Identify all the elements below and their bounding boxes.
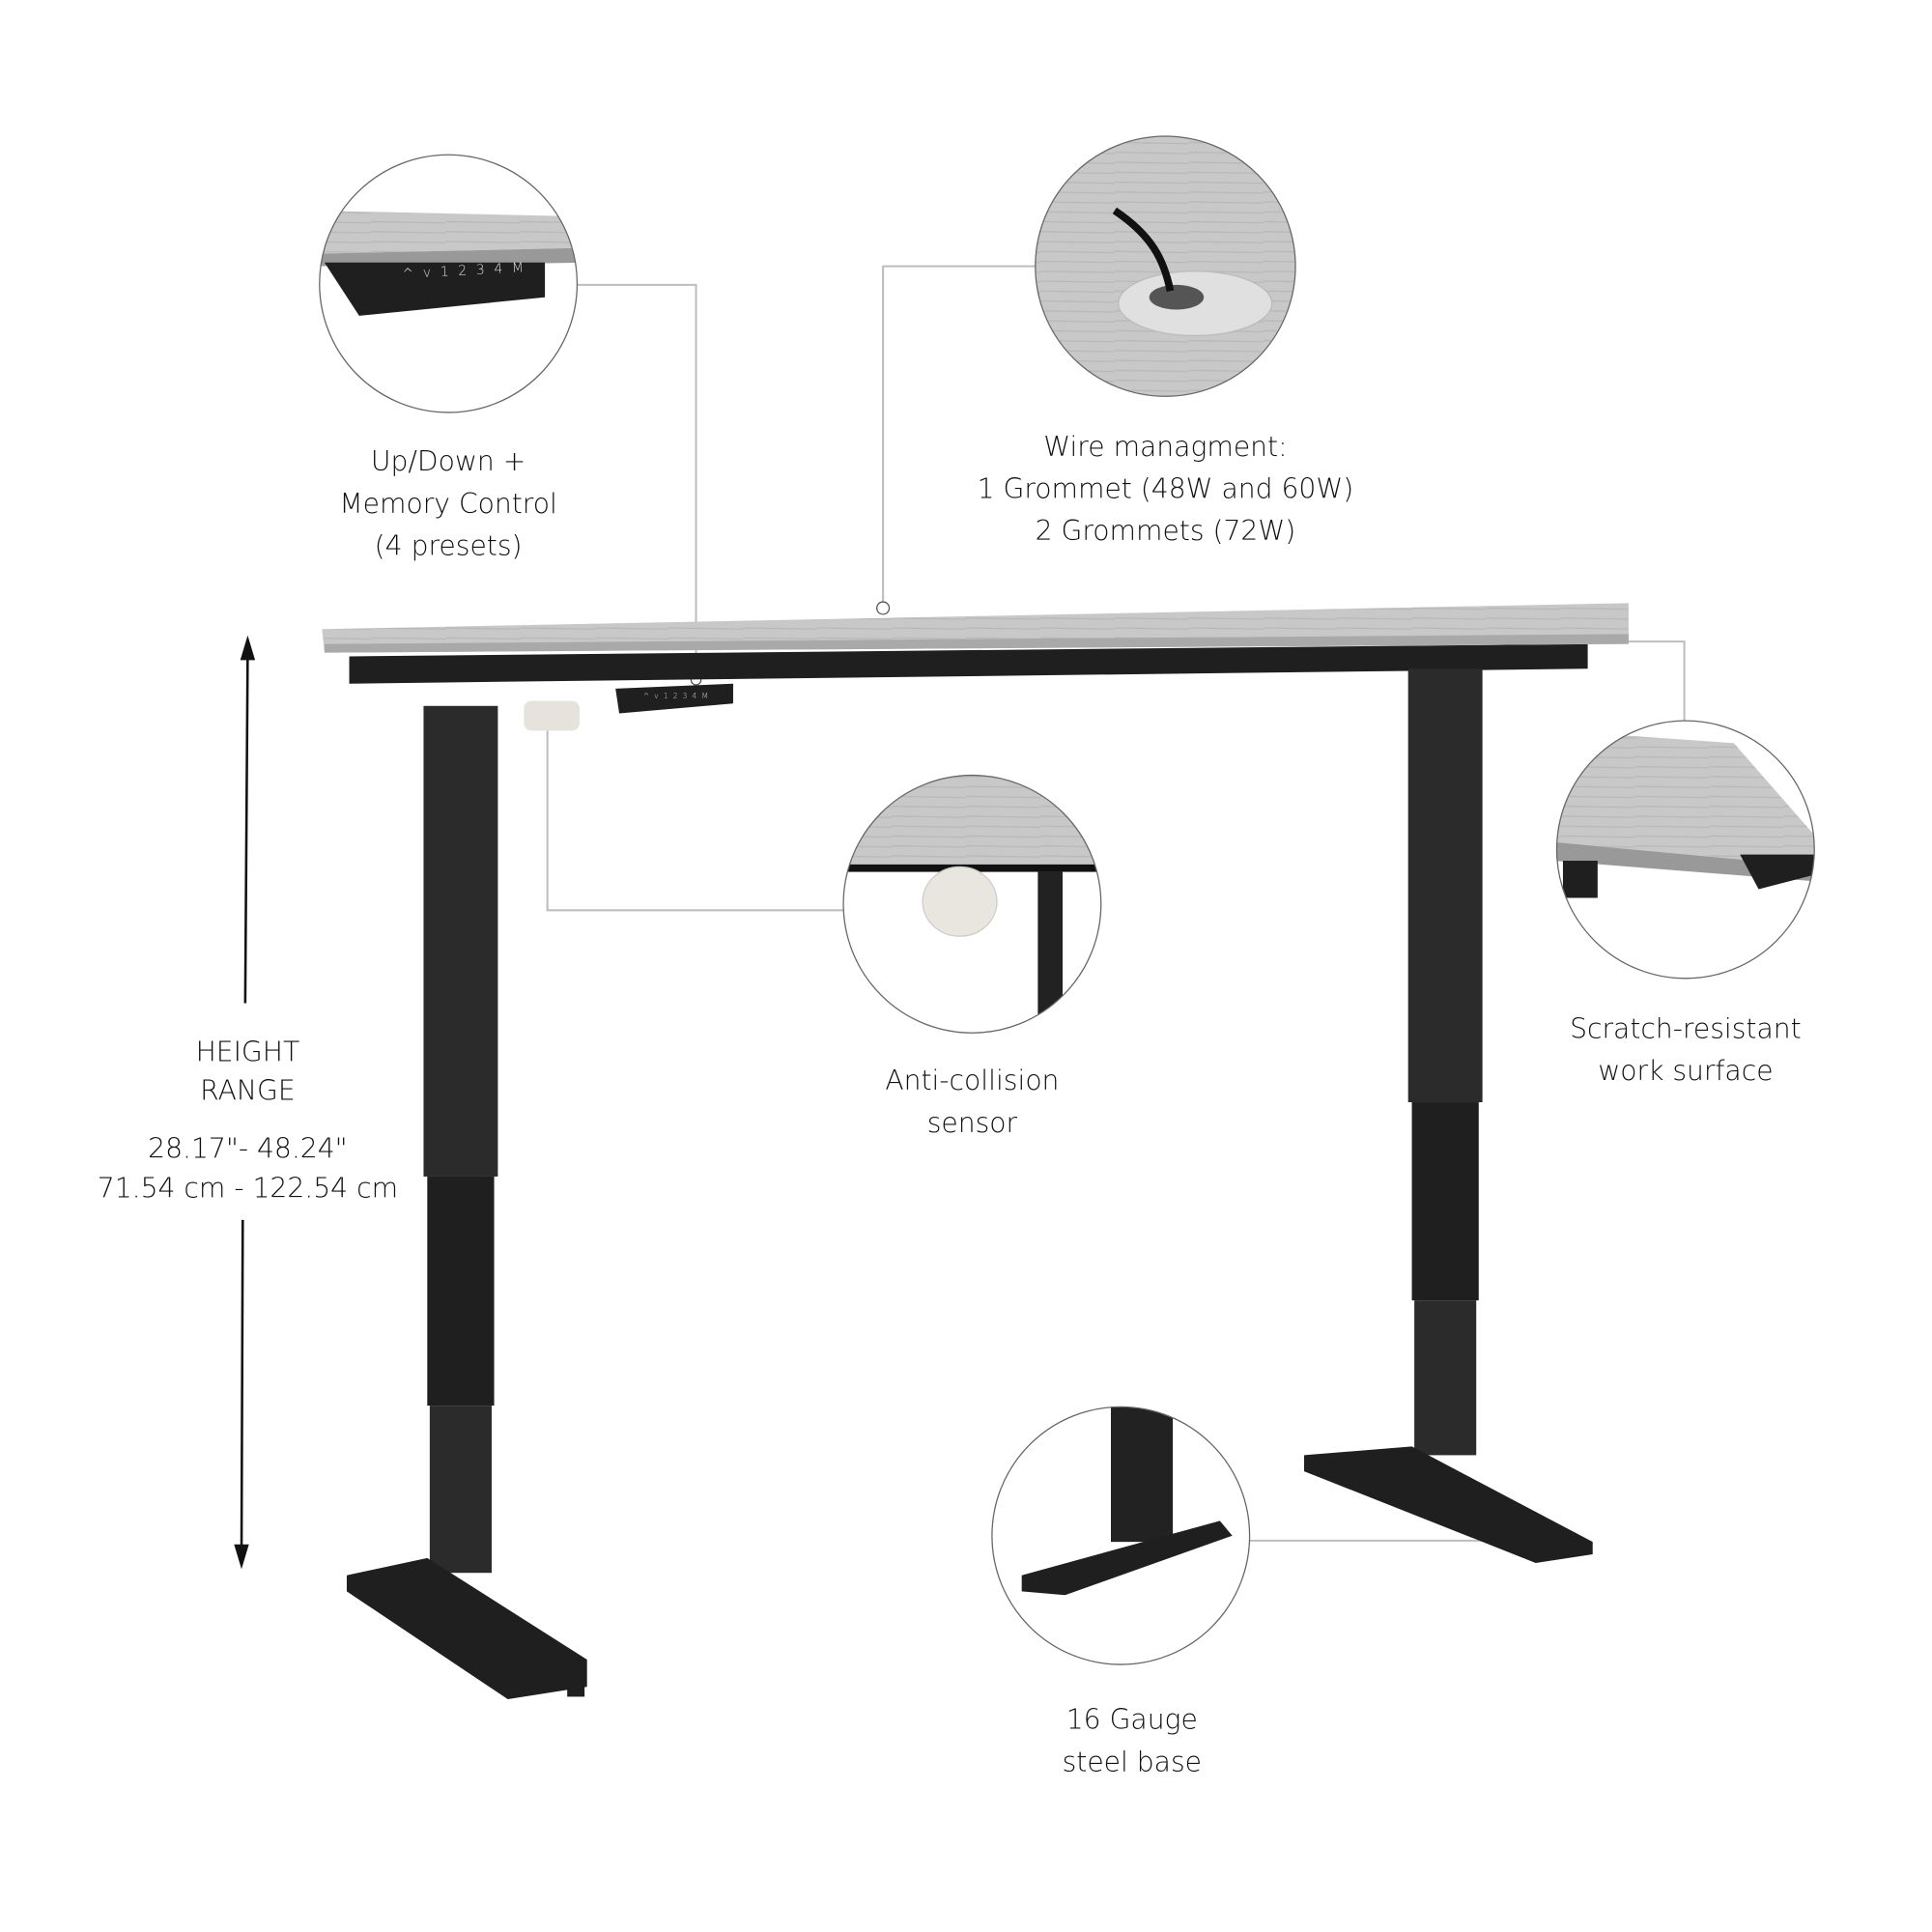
- control-panel-keys: ^ v 1 2 3 4 M: [643, 692, 710, 700]
- desk: ^ v 1 2 3 4 M: [322, 603, 1629, 1699]
- detail-grommet: [1035, 135, 1296, 397]
- svg-text:2 Grommets (72W): 2 Grommets (72W): [1036, 515, 1296, 547]
- svg-text:Wire managment:: Wire managment:: [1043, 431, 1287, 463]
- svg-text:Up/Down +: Up/Down +: [371, 445, 526, 477]
- svg-text:sensor: sensor: [927, 1107, 1018, 1139]
- svg-text:16 Gauge: 16 Gauge: [1066, 1704, 1198, 1736]
- control-keys-detail: ^ v 1 2 3 4 M: [402, 260, 526, 282]
- svg-text:HEIGHT: HEIGHT: [196, 1037, 300, 1068]
- detail-surface: [1555, 720, 1815, 980]
- svg-text:steel base: steel base: [1063, 1746, 1202, 1777]
- svg-text:Memory Control: Memory Control: [339, 488, 557, 520]
- svg-text:71.54 cm - 122.54 cm: 71.54 cm - 122.54 cm: [98, 1173, 398, 1205]
- label-base: 16 Gauge steel base: [1063, 1704, 1202, 1778]
- svg-text:work surface: work surface: [1598, 1055, 1773, 1087]
- control-panel: [615, 683, 733, 714]
- svg-text:(4 presets): (4 presets): [375, 529, 523, 561]
- label-height-range: HEIGHT RANGE 28.17"- 48.24" 71.54 cm - 1…: [98, 1037, 398, 1205]
- label-surface: Scratch-resistant work surface: [1570, 1012, 1802, 1087]
- svg-text:RANGE: RANGE: [200, 1074, 295, 1106]
- detail-sensor: [842, 774, 1102, 1034]
- label-wire: Wire managment: 1 Grommet (48W and 60W) …: [978, 431, 1354, 547]
- label-control: Up/Down + Memory Control (4 presets): [339, 445, 557, 561]
- detail-control: ^ v 1 2 3 4 M: [319, 154, 579, 413]
- svg-text:28.17"- 48.24": 28.17"- 48.24": [148, 1133, 347, 1165]
- svg-text:Anti-collision: Anti-collision: [885, 1065, 1059, 1096]
- svg-text:Scratch-resistant: Scratch-resistant: [1570, 1012, 1802, 1044]
- detail-base: [991, 1406, 1251, 1665]
- svg-text:1 Grommet (48W and 60W): 1 Grommet (48W and 60W): [978, 472, 1354, 504]
- label-sensor: Anti-collision sensor: [885, 1065, 1059, 1139]
- height-range-arrow: [234, 635, 256, 1570]
